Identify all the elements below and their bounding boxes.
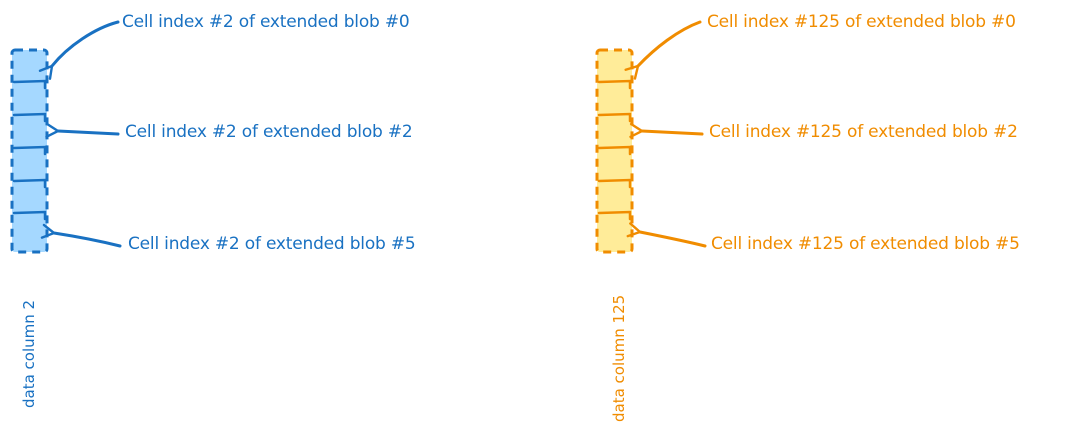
annotation-col-125-blob-5: Cell index #125 of extended blob #5: [711, 234, 1020, 254]
data-column-125-box: [595, 48, 634, 254]
annotation-col-2-blob-5: Cell index #2 of extended blob #5: [128, 234, 415, 254]
arrow-blob-2-col-125: [629, 122, 704, 139]
annotation-col-2-blob-2: Cell index #2 of extended blob #2: [125, 122, 412, 142]
arrow-blob-2-col-2: [45, 122, 120, 139]
data-column-2-box: [10, 48, 49, 254]
annotation-col-125-blob-2: Cell index #125 of extended blob #2: [709, 122, 1018, 142]
arrow-blob-5-col-2: [40, 223, 122, 248]
cell-divider: [597, 79, 632, 90]
cell-divider: [12, 112, 47, 123]
data-column-2-cell-dividers: [12, 79, 47, 221]
arrow-blob-0-col-125: [624, 20, 702, 80]
data-column-125-label: data column 125: [610, 295, 628, 422]
cell-divider: [12, 79, 47, 90]
cell-divider: [597, 178, 632, 189]
data-column-125-cell-dividers: [597, 79, 632, 221]
arrow-blob-0-col-2: [38, 20, 120, 80]
annotation-col-2-blob-0: Cell index #2 of extended blob #0: [122, 12, 409, 32]
cell-divider: [597, 145, 632, 156]
cell-divider: [597, 210, 632, 221]
data-column-2-label: data column 2: [20, 300, 38, 408]
cell-divider: [12, 210, 47, 221]
cell-divider: [12, 145, 47, 156]
data-column-2-group: Cell index #2 of extended blob #0 Cell i…: [10, 12, 416, 408]
annotation-col-125-blob-0: Cell index #125 of extended blob #0: [707, 12, 1016, 32]
cell-divider: [597, 112, 632, 123]
cell-divider: [12, 178, 47, 189]
data-column-125-group: Cell index #125 of extended blob #0 Cell…: [595, 12, 1020, 422]
arrow-blob-5-col-125: [626, 222, 707, 248]
